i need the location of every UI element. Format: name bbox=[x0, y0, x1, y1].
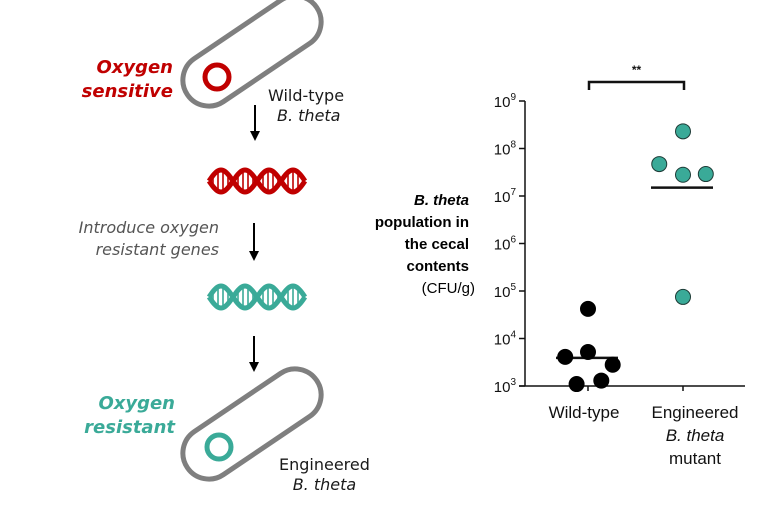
data-point bbox=[557, 348, 574, 365]
dna-red-icon bbox=[206, 167, 308, 195]
data-point bbox=[580, 300, 596, 317]
significance-label: ** bbox=[632, 63, 642, 77]
strain-line: B. theta bbox=[277, 106, 341, 125]
y-tick-label: 104 bbox=[494, 330, 517, 349]
y-label-line: contents bbox=[406, 258, 469, 275]
strain-line: B. theta bbox=[292, 475, 357, 494]
phenotype-line: Oxygen bbox=[98, 393, 175, 414]
phenotype-line: Oxygen bbox=[96, 57, 173, 78]
arrow-down-icon bbox=[249, 223, 259, 261]
y-axis-label: B. theta population in the cecal content… bbox=[374, 190, 475, 300]
step-line: resistant genes bbox=[95, 240, 219, 259]
data-point bbox=[580, 343, 596, 360]
y-label-line: population in bbox=[374, 214, 469, 231]
top-nucleoid-icon bbox=[202, 62, 232, 92]
dna-teal-icon bbox=[206, 283, 308, 311]
arrow-down-icon bbox=[250, 105, 260, 141]
data-point bbox=[651, 156, 668, 173]
x-tick-label: B. theta bbox=[666, 426, 725, 445]
strain-line: Wild-type bbox=[268, 86, 345, 105]
y-tick-label: 103 bbox=[494, 377, 517, 396]
y-label-line: the cecal bbox=[404, 236, 469, 253]
data-point bbox=[675, 166, 691, 183]
y-tick-label: 105 bbox=[494, 282, 517, 301]
y-tick-label: 109 bbox=[494, 92, 517, 111]
phenotype-line: resistant bbox=[84, 417, 175, 438]
data-point bbox=[593, 372, 610, 389]
oxygen-sensitive-label: Oxygen sensitive bbox=[82, 56, 173, 104]
data-point bbox=[568, 376, 585, 393]
data-point bbox=[604, 356, 621, 373]
dna-strand bbox=[206, 167, 308, 195]
y-tick-label: 106 bbox=[494, 235, 517, 254]
dna-strand bbox=[206, 283, 308, 311]
x-tick-label: Wild-type bbox=[549, 403, 620, 422]
strain-line: Engineered bbox=[279, 455, 370, 474]
y-tick-label: 107 bbox=[494, 187, 517, 206]
x-tick-label: mutant bbox=[669, 449, 721, 468]
pathway-diagram bbox=[180, 0, 324, 482]
bottom-nucleoid-icon bbox=[204, 432, 234, 462]
step-line: Introduce oxygen bbox=[78, 218, 219, 237]
y-label-unit: (CFU/g) bbox=[421, 280, 475, 297]
data-point bbox=[675, 123, 691, 140]
y-label-line: B. theta bbox=[413, 192, 469, 209]
introduce-genes-label: Introduce oxygen resistant genes bbox=[79, 217, 219, 261]
engineered-cell-icon bbox=[180, 366, 324, 482]
y-tick-label: 108 bbox=[494, 140, 517, 159]
significance-bracket bbox=[587, 80, 686, 90]
data-point bbox=[675, 288, 691, 305]
wild-type-cell-icon bbox=[180, 0, 324, 109]
oxygen-resistant-label: Oxygen resistant bbox=[84, 392, 175, 440]
engineered-strain-label: Engineered B. theta bbox=[279, 455, 370, 495]
arrow-down-icon bbox=[249, 336, 259, 372]
x-tick-label: Engineered bbox=[652, 403, 739, 422]
wild-type-strain-label: Wild-type B. theta bbox=[268, 86, 344, 126]
data-point bbox=[697, 166, 714, 183]
phenotype-line: sensitive bbox=[81, 81, 173, 102]
